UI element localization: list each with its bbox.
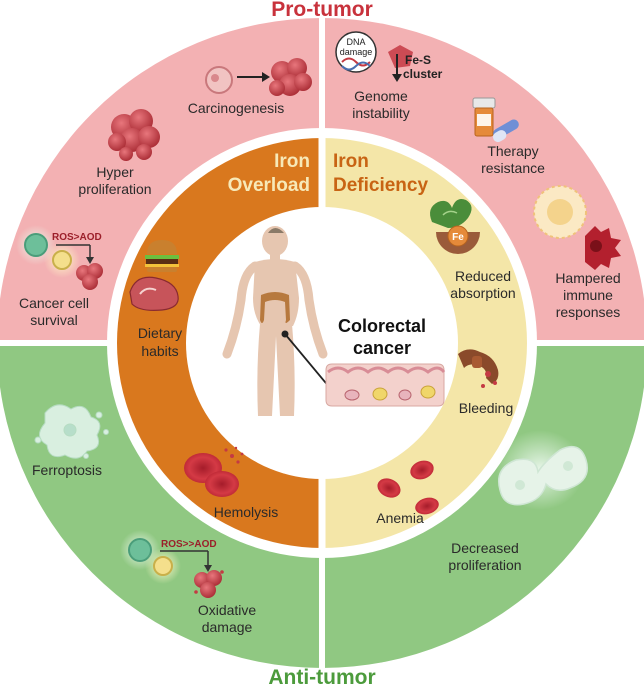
reduced-absorption-illustration: [430, 199, 480, 254]
anemia-illustration: [377, 460, 439, 515]
hyper-proliferation-label-1: Hyper: [96, 164, 134, 180]
burger-icon: [145, 240, 179, 272]
carcinogenesis-label: Carcinogenesis: [188, 100, 285, 116]
cancer-cell-survival-illustration: [16, 225, 103, 290]
oxidative-damage-illustration: [120, 530, 224, 598]
cancer-cell-survival-label-1: Cancer cell: [19, 295, 89, 311]
pill-capsule-icon: [492, 119, 519, 143]
human-body-figure: [222, 226, 328, 416]
reduced-absorption-label-1: Reduced: [455, 268, 511, 284]
iron-overload-title-1: Iron: [274, 151, 310, 172]
dietary-habits-label-2: habits: [141, 343, 178, 359]
iron-overload-title-2: Overload: [228, 175, 310, 196]
fe-s-label-1: Fe-S: [405, 53, 431, 67]
anemia-label: Anemia: [376, 510, 424, 526]
oxidative-damage-label-2: damage: [202, 619, 253, 635]
bleeding-colon-illustration: [458, 349, 499, 388]
ferroptosis-label: Ferroptosis: [32, 462, 102, 478]
medicine-bottle-icon: [472, 97, 496, 137]
hampered-immune-label-3: responses: [556, 304, 621, 320]
decreased-proliferation-label-1: Decreased: [451, 540, 519, 556]
iron-deficiency-title-2: Deficiency: [333, 175, 428, 196]
ferroptosis-illustration: [34, 404, 109, 459]
dna-damage-icon: [335, 31, 377, 73]
carcinogenesis-illustration: [205, 58, 312, 96]
genome-instability-label-2: instability: [352, 105, 410, 121]
pro-tumor-title: Pro-tumor: [271, 0, 373, 21]
fe-s-cluster-icon: [388, 45, 413, 82]
steak-icon: [129, 276, 179, 311]
genome-instability-label-1: Genome: [354, 88, 408, 104]
colon-tissue-section: [325, 363, 446, 407]
therapy-resistance-label-2: resistance: [481, 160, 545, 176]
fe-label: Fe: [452, 232, 464, 243]
cancer-cell-survival-label-2: survival: [30, 312, 77, 328]
decreased-proliferation-label-2: proliferation: [448, 557, 521, 573]
hyper-proliferation-illustration: [108, 109, 160, 161]
fe-s-label-2: cluster: [403, 67, 443, 81]
hemolysis-label: Hemolysis: [214, 504, 279, 520]
ros-aod-label: ROS>AOD: [52, 232, 102, 243]
colorectal-cancer-label-2: cancer: [353, 338, 411, 358]
reduced-absorption-label-2: absorption: [450, 285, 515, 301]
anti-tumor-title: Anti-tumor: [268, 666, 375, 687]
hyper-proliferation-label-2: proliferation: [78, 181, 151, 197]
bleeding-label: Bleeding: [459, 400, 514, 416]
therapy-resistance-label-1: Therapy: [487, 143, 538, 159]
hampered-immune-label-2: immune: [563, 287, 613, 303]
immune-cell-illustration: [533, 185, 621, 270]
decreased-proliferation-illustration: [496, 430, 588, 510]
ros-aod-strong-label: ROS>>AOD: [161, 539, 217, 550]
hemolysis-illustration: [184, 446, 244, 497]
dietary-habits-label-1: Dietary: [138, 325, 182, 341]
hampered-immune-label-1: Hampered: [555, 270, 620, 286]
dna-damage-label-1: DNA: [346, 37, 365, 47]
oxidative-damage-label-1: Oxidative: [198, 602, 257, 618]
colorectal-cancer-label-1: Colorectal: [338, 316, 426, 336]
dna-damage-label-2: damage: [340, 47, 373, 57]
iron-deficiency-title-1: Iron: [333, 151, 369, 172]
